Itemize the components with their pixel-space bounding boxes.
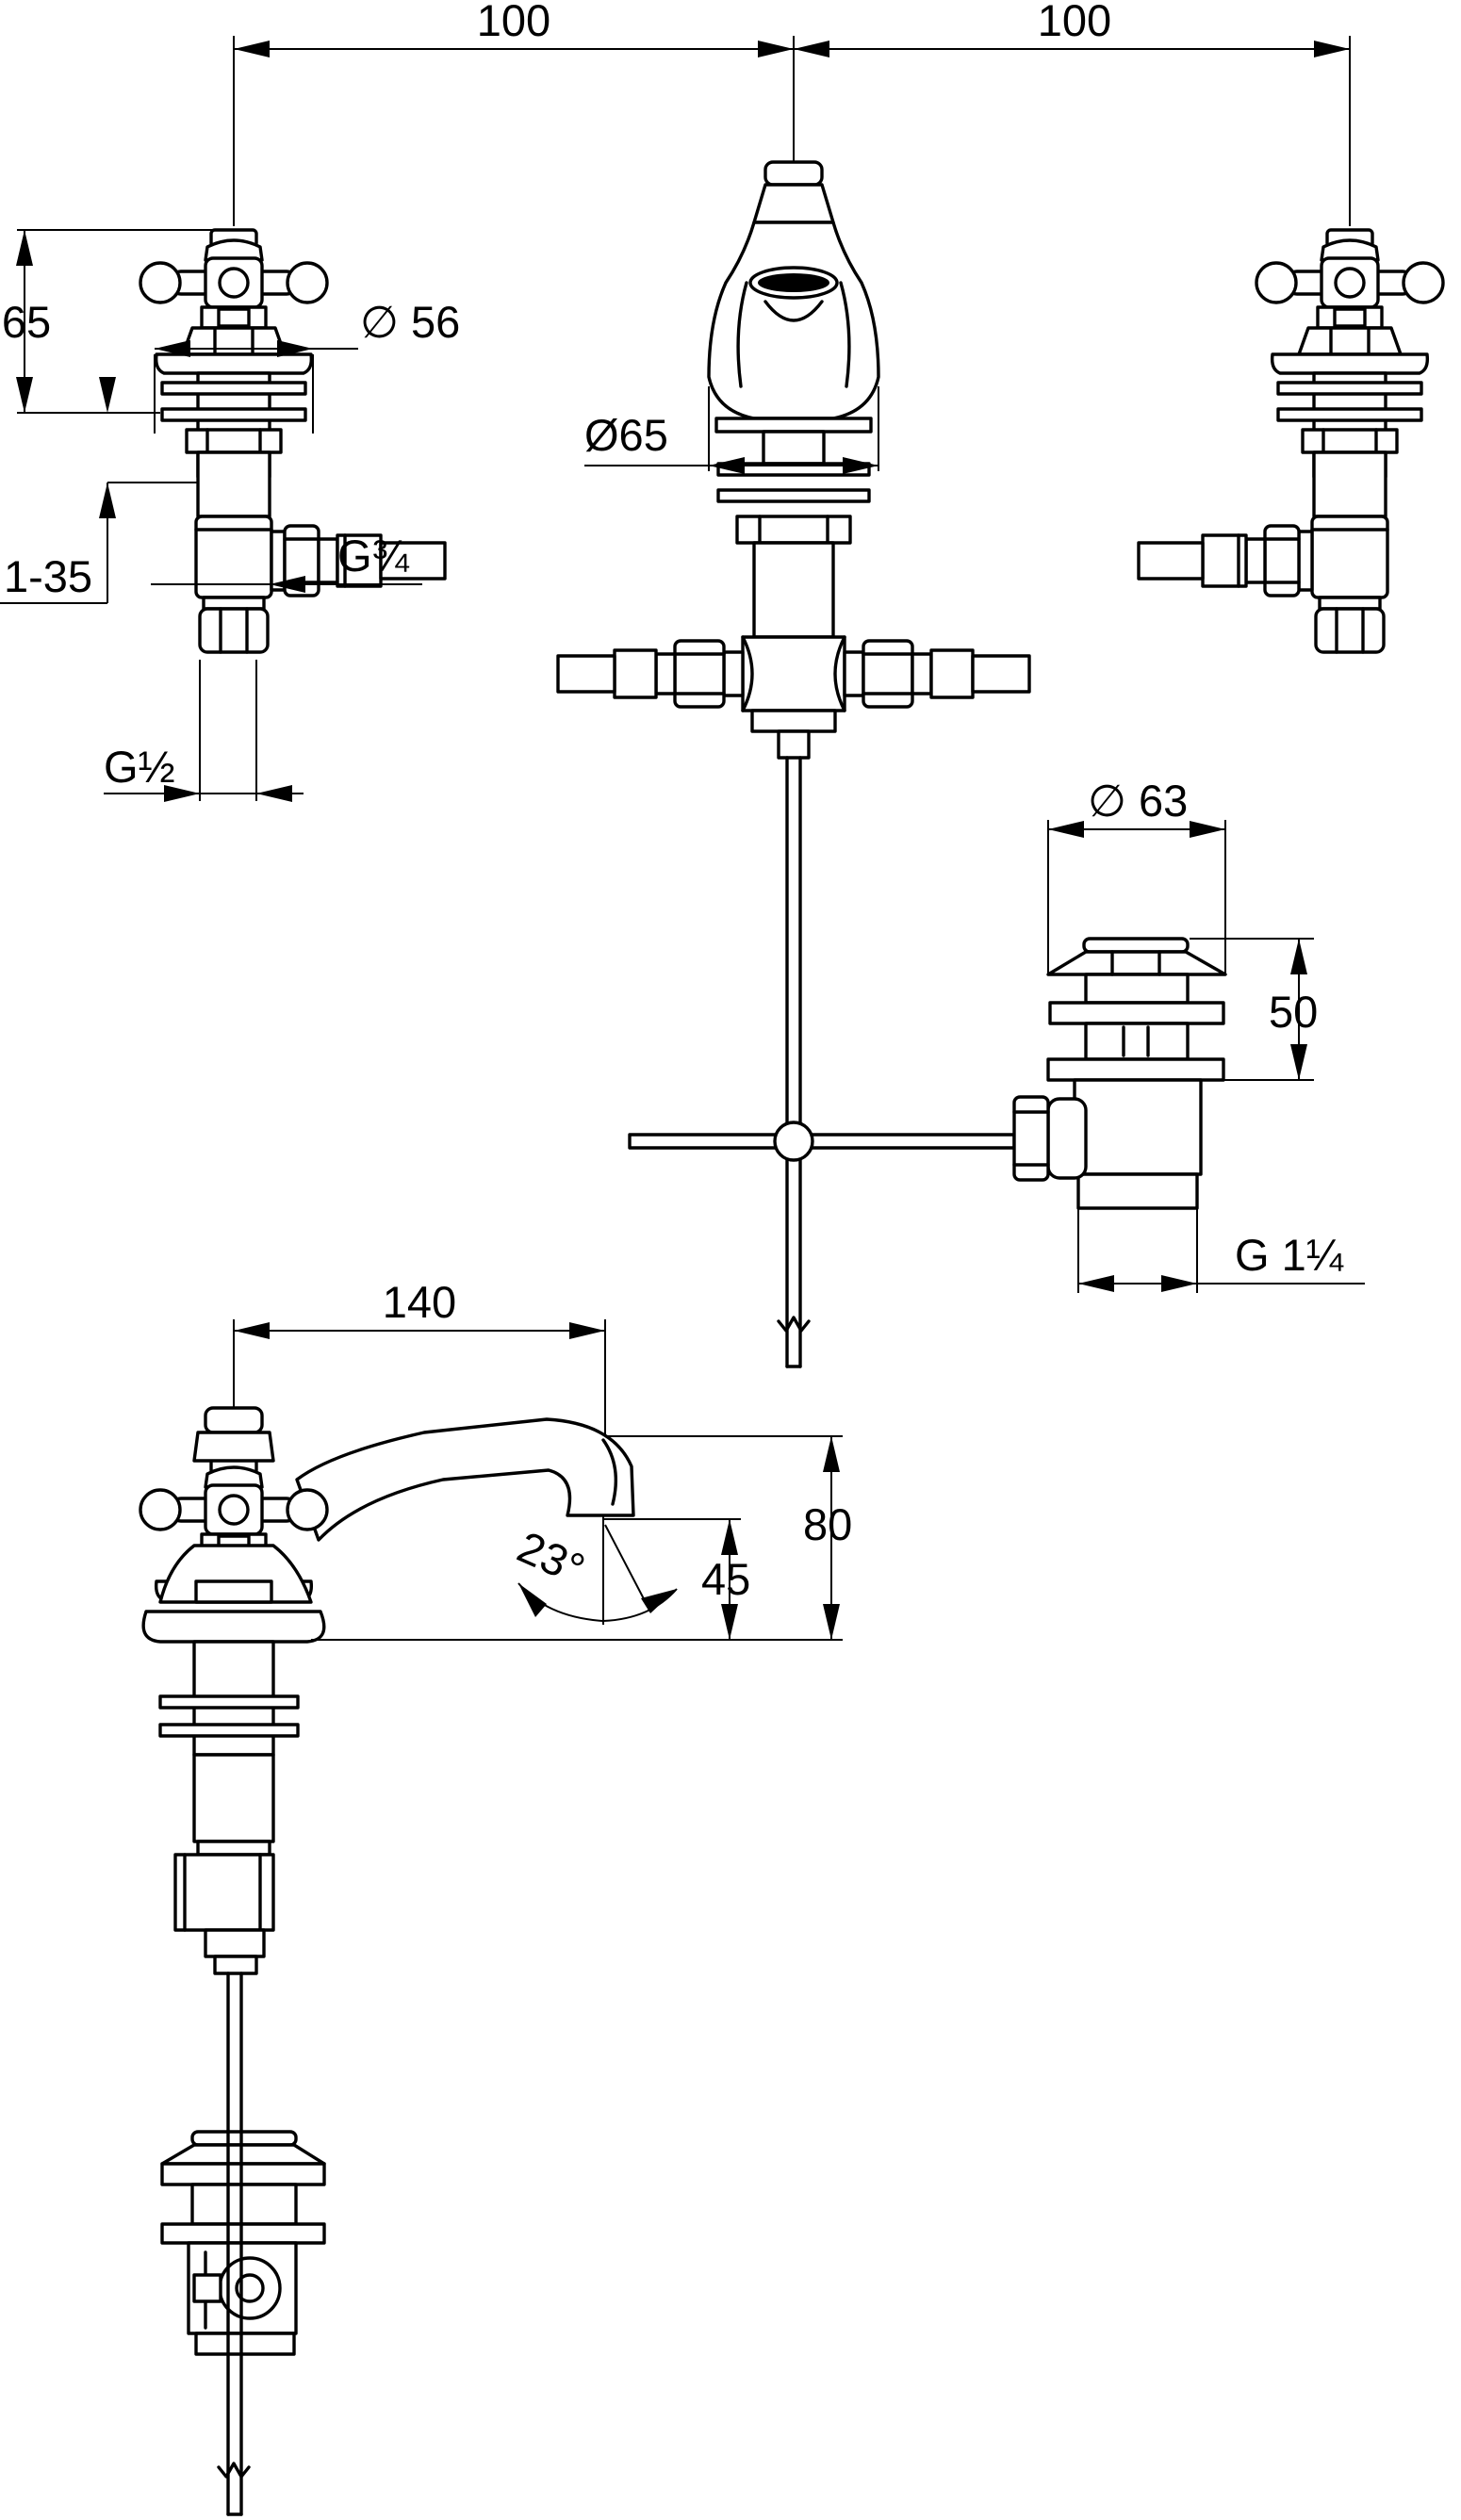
dim-waste-diameter: ∅ 63 [1088,776,1188,826]
dim-spout-reach: 140 [383,1277,456,1327]
dim-outlet-thread: G½ [104,742,175,792]
popup-waste [1012,937,1227,1210]
dim-rosette-diameter: ∅ 56 [360,297,460,347]
dim-spout-base-diameter: Ø65 [584,410,668,460]
dimension-lines [0,36,1365,1641]
dim-spout-angle: 23° [511,1521,592,1594]
side-view-mixer [139,1406,635,2516]
dim-spacing-left: 100 [477,0,550,45]
dim-spacing-right: 100 [1038,0,1111,45]
dim-inlet-thread: G¾ [337,531,410,581]
dimension-labels: 100 100 65 ∅ 56 Ø65 1-35 G¾ G½ ∅ 63 50 G… [2,0,1344,1604]
dim-waste-height: 50 [1269,987,1318,1037]
dim-deck-thickness: 1-35 [4,551,92,601]
side-view-waste [160,2130,326,2356]
dim-waste-thread: G 1¼ [1235,1230,1344,1280]
center-spout-front [556,160,1031,1368]
right-valve [1139,230,1443,652]
dim-spout-height: 80 [803,1499,852,1549]
dim-handle-height: 65 [2,297,51,347]
dimension-arrow-icon [234,41,270,57]
dim-outlet-height: 45 [701,1554,750,1604]
cross-handle-icon [1139,230,1443,652]
